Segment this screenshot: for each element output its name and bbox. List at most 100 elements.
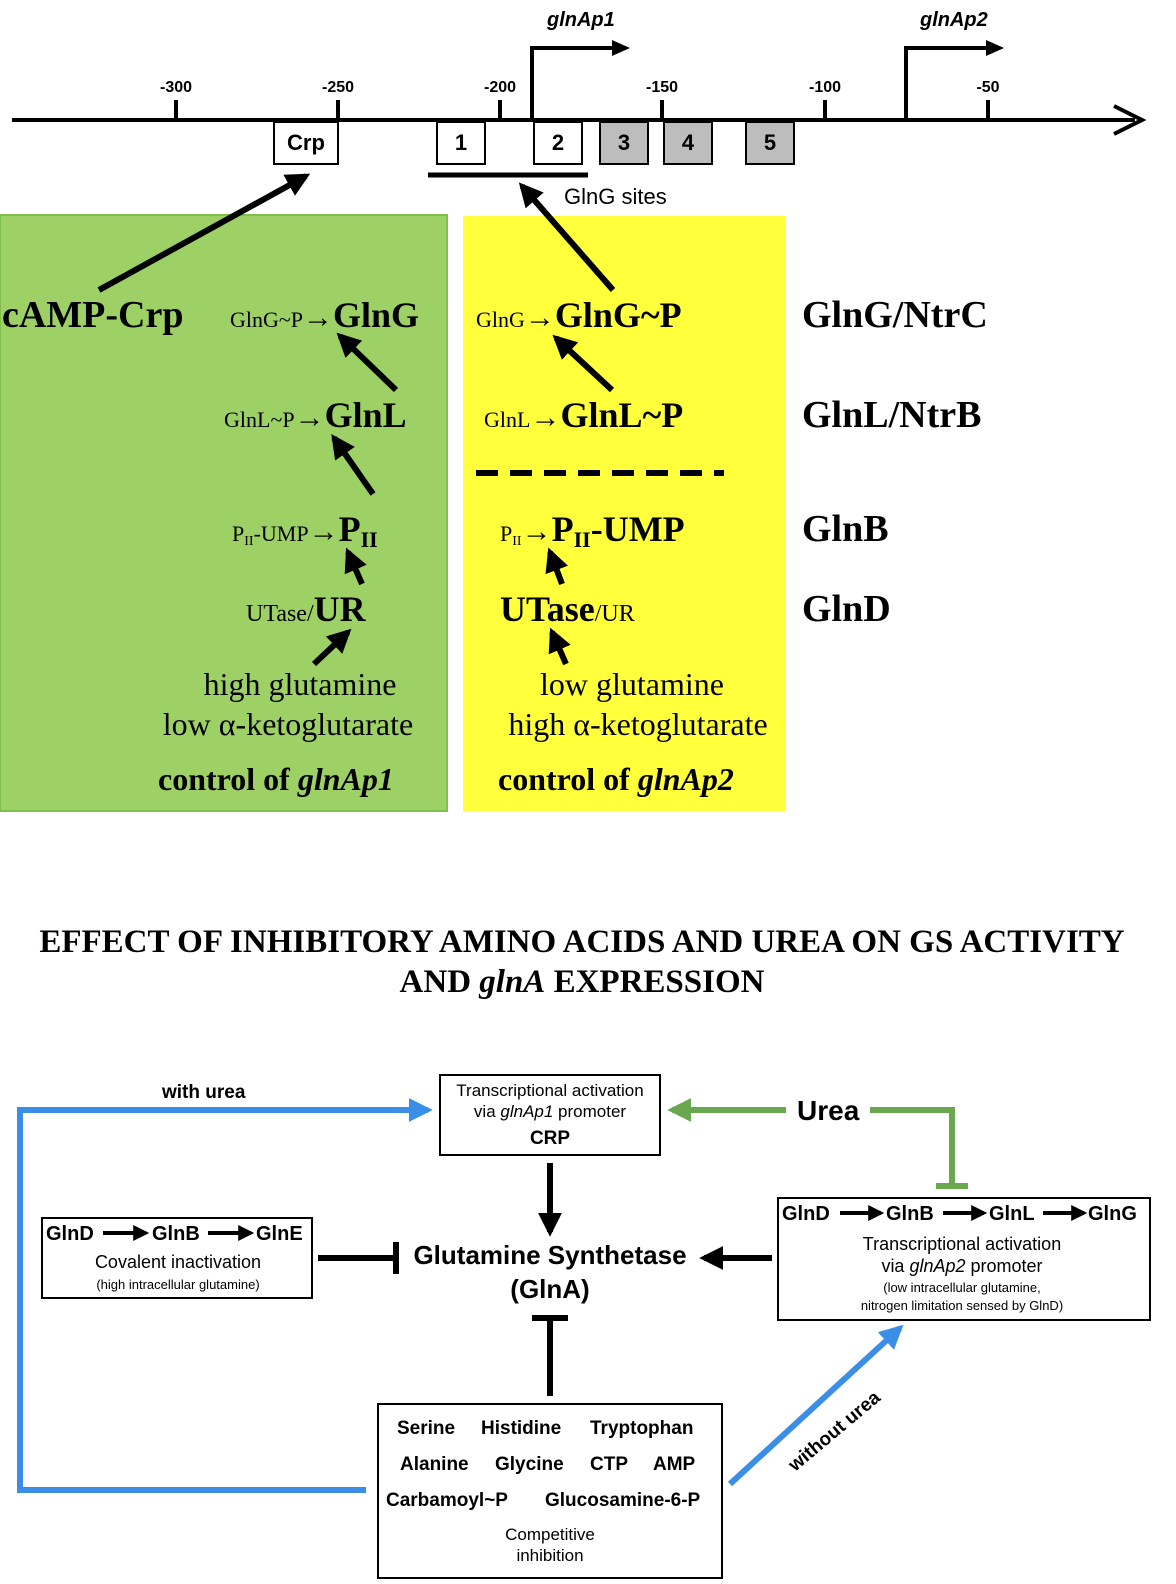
glng-sites-label: GlnG sites	[564, 184, 667, 209]
glng-site-3-box	[599, 121, 649, 165]
crp-box-line-3: CRP	[530, 1128, 570, 1149]
left-chain-glnb: GlnB	[152, 1223, 200, 1245]
dna-axis-arrowhead	[1113, 104, 1147, 136]
crp-site-box	[273, 121, 339, 165]
yellow-glng-row: GlnG→GlnG~P	[476, 295, 682, 335]
yellow-ur-to-pii-arrow	[545, 547, 568, 586]
left-box-line-1: Covalent inactivation	[95, 1252, 261, 1272]
label-glnl-ntrb: GlnL/NtrB	[802, 394, 981, 436]
tick-label: -300	[160, 79, 192, 96]
with-urea-label: with urea	[161, 1082, 246, 1103]
inhibitor-box-line-2: inhibition	[516, 1546, 583, 1565]
green-ur-row: UTase/UR	[246, 589, 367, 629]
glng-site-1-box	[436, 121, 486, 165]
green-glnl-row: GlnL~P→GlnL	[224, 395, 407, 435]
label-glnb: GlnB	[802, 508, 889, 550]
competitive-inhibitors-box	[377, 1403, 723, 1579]
yellow-glnl-row: GlnL→GlnL~P	[484, 395, 683, 435]
axis-ticks	[174, 100, 990, 120]
left-chain: GlnD GlnB GlnE	[46, 1223, 303, 1245]
crp-site-label: Crp	[287, 130, 325, 155]
yellow-signal-to-ur-arrow	[548, 627, 571, 666]
green-glng-row: GlnG~P→GlnG	[230, 295, 419, 335]
label-glnd: GlnD	[802, 588, 891, 630]
glng-site-2-label: 2	[552, 130, 564, 155]
right-box-line-1: Transcriptional activation	[863, 1234, 1061, 1254]
crp-box-line-2: via glnAp1 promoter	[474, 1102, 626, 1121]
inhibitor-glycine: Glycine	[495, 1454, 564, 1475]
green-condition-2: low α-ketoglutarate	[163, 706, 413, 742]
green-pii-row: PII-UMP→PII	[232, 509, 378, 552]
glng-site-4-box	[663, 121, 713, 165]
right-chain-glnl: GlnL	[989, 1203, 1035, 1225]
glng-site-4-label: 4	[682, 130, 695, 155]
inhibitor-glucosamine-6-p: Glucosamine-6-P	[545, 1490, 701, 1511]
right-chain-glnd: GlnD	[782, 1203, 830, 1225]
gs-label-line-1: Glutamine Synthetase	[413, 1240, 686, 1270]
inhibitor-serine: Serine	[397, 1418, 455, 1439]
green-panel-cascade: GlnG~P→GlnG GlnL~P→GlnL PII-UMP→PII UTas…	[158, 295, 419, 797]
promoter-map: -300 -250 -200 -150 -100 -50 glnAp1 glnA…	[12, 9, 1147, 209]
yellow-pii-row: PII→PII-UMP	[500, 509, 685, 552]
left-chain-glnd: GlnD	[46, 1223, 94, 1245]
glng-site-2-box	[533, 121, 583, 165]
yellow-condition-1: low glutamine	[540, 666, 724, 702]
section-title-line-1: EFFECT OF INHIBITORY AMINO ACIDS AND URE…	[39, 924, 1124, 960]
gs-label-line-2: (GlnA)	[510, 1274, 589, 1304]
crp-box-line-1: Transcriptional activation	[456, 1081, 643, 1100]
right-box-line-3: (low intracellular glutamine,	[883, 1280, 1041, 1295]
inhibitor-alanine: Alanine	[400, 1454, 469, 1475]
promoter-p1-arrow	[530, 46, 622, 120]
inhibitor-tryptophan: Tryptophan	[590, 1418, 693, 1439]
tick-label: -50	[976, 79, 999, 96]
right-box-line-4: nitrogen limitation sensed by GlnD)	[861, 1298, 1063, 1313]
inhibitor-amp: AMP	[653, 1454, 696, 1475]
right-chain-glng: GlnG	[1088, 1203, 1137, 1225]
tick-label: -250	[322, 79, 354, 96]
inhibitor-box-line-1: Competitive	[505, 1525, 595, 1544]
inhibitor-ctp: CTP	[590, 1454, 628, 1475]
glng-site-5-label: 5	[764, 130, 776, 155]
section-title-line-2: AND glnA EXPRESSION	[400, 964, 765, 1000]
yellow-condition-2: high α-ketoglutarate	[508, 706, 767, 742]
yellow-panel	[463, 216, 785, 811]
without-urea-label: without urea	[784, 1387, 885, 1477]
left-box-line-2: (high intracellular glutamine)	[96, 1277, 259, 1292]
green-signal-to-ur-arrow	[311, 628, 352, 667]
inhibitor-histidine: Histidine	[481, 1418, 561, 1439]
crp-activation-box	[439, 1074, 661, 1156]
right-box-line-2: via glnAp2 promoter	[881, 1256, 1042, 1276]
yellow-control-label: control of glnAp2	[498, 761, 734, 797]
green-condition-1: high glutamine	[204, 666, 397, 702]
urea-inhibits-glnd-line	[870, 1107, 955, 1184]
green-pii-to-glnl-arrow	[331, 434, 376, 496]
promoter-p2-arrowhead	[986, 40, 1004, 56]
camp-crp-label: cAMP-Crp	[2, 294, 183, 336]
urea-label: Urea	[797, 1095, 860, 1126]
tick-label: -100	[809, 79, 841, 96]
tick-label: -200	[484, 79, 516, 96]
glng-site-3-label: 3	[618, 130, 630, 155]
glnap2-activation-box	[777, 1197, 1151, 1321]
glng-site-5-box	[745, 121, 795, 165]
green-panel	[0, 214, 448, 812]
promoter-p2-arrow	[904, 46, 996, 120]
yellow-glnl-to-glng-arrow	[552, 334, 615, 393]
green-ur-to-pii-arrow	[344, 547, 367, 586]
inhibitor-carbamoyl-p: Carbamoyl~P	[386, 1490, 508, 1511]
promoter-p1-arrowhead	[612, 40, 630, 56]
promoter-p1-label: glnAp1	[546, 9, 615, 31]
right-chain: GlnD GlnB GlnL GlnG	[782, 1203, 1137, 1225]
promoter-p2-label: glnAp2	[919, 9, 988, 31]
label-glng-ntrc: GlnG/NtrC	[802, 294, 988, 336]
covalent-inactivation-box	[41, 1217, 313, 1299]
camp-crp-to-crp-site-arrow	[97, 173, 311, 293]
yellow-panel-cascade: GlnG→GlnG~P GlnL→GlnL~P PII→PII-UMP UTas…	[476, 295, 768, 797]
right-chain-glnb: GlnB	[886, 1203, 934, 1225]
glng-p-to-glng-sites-arrow	[518, 182, 616, 292]
tick-label: -150	[646, 79, 678, 96]
without-urea-arrow	[727, 1324, 904, 1487]
left-chain-glne: GlnE	[256, 1223, 303, 1245]
with-urea-arrow	[17, 1098, 433, 1493]
yellow-ur-row: UTase/UR	[500, 589, 635, 629]
